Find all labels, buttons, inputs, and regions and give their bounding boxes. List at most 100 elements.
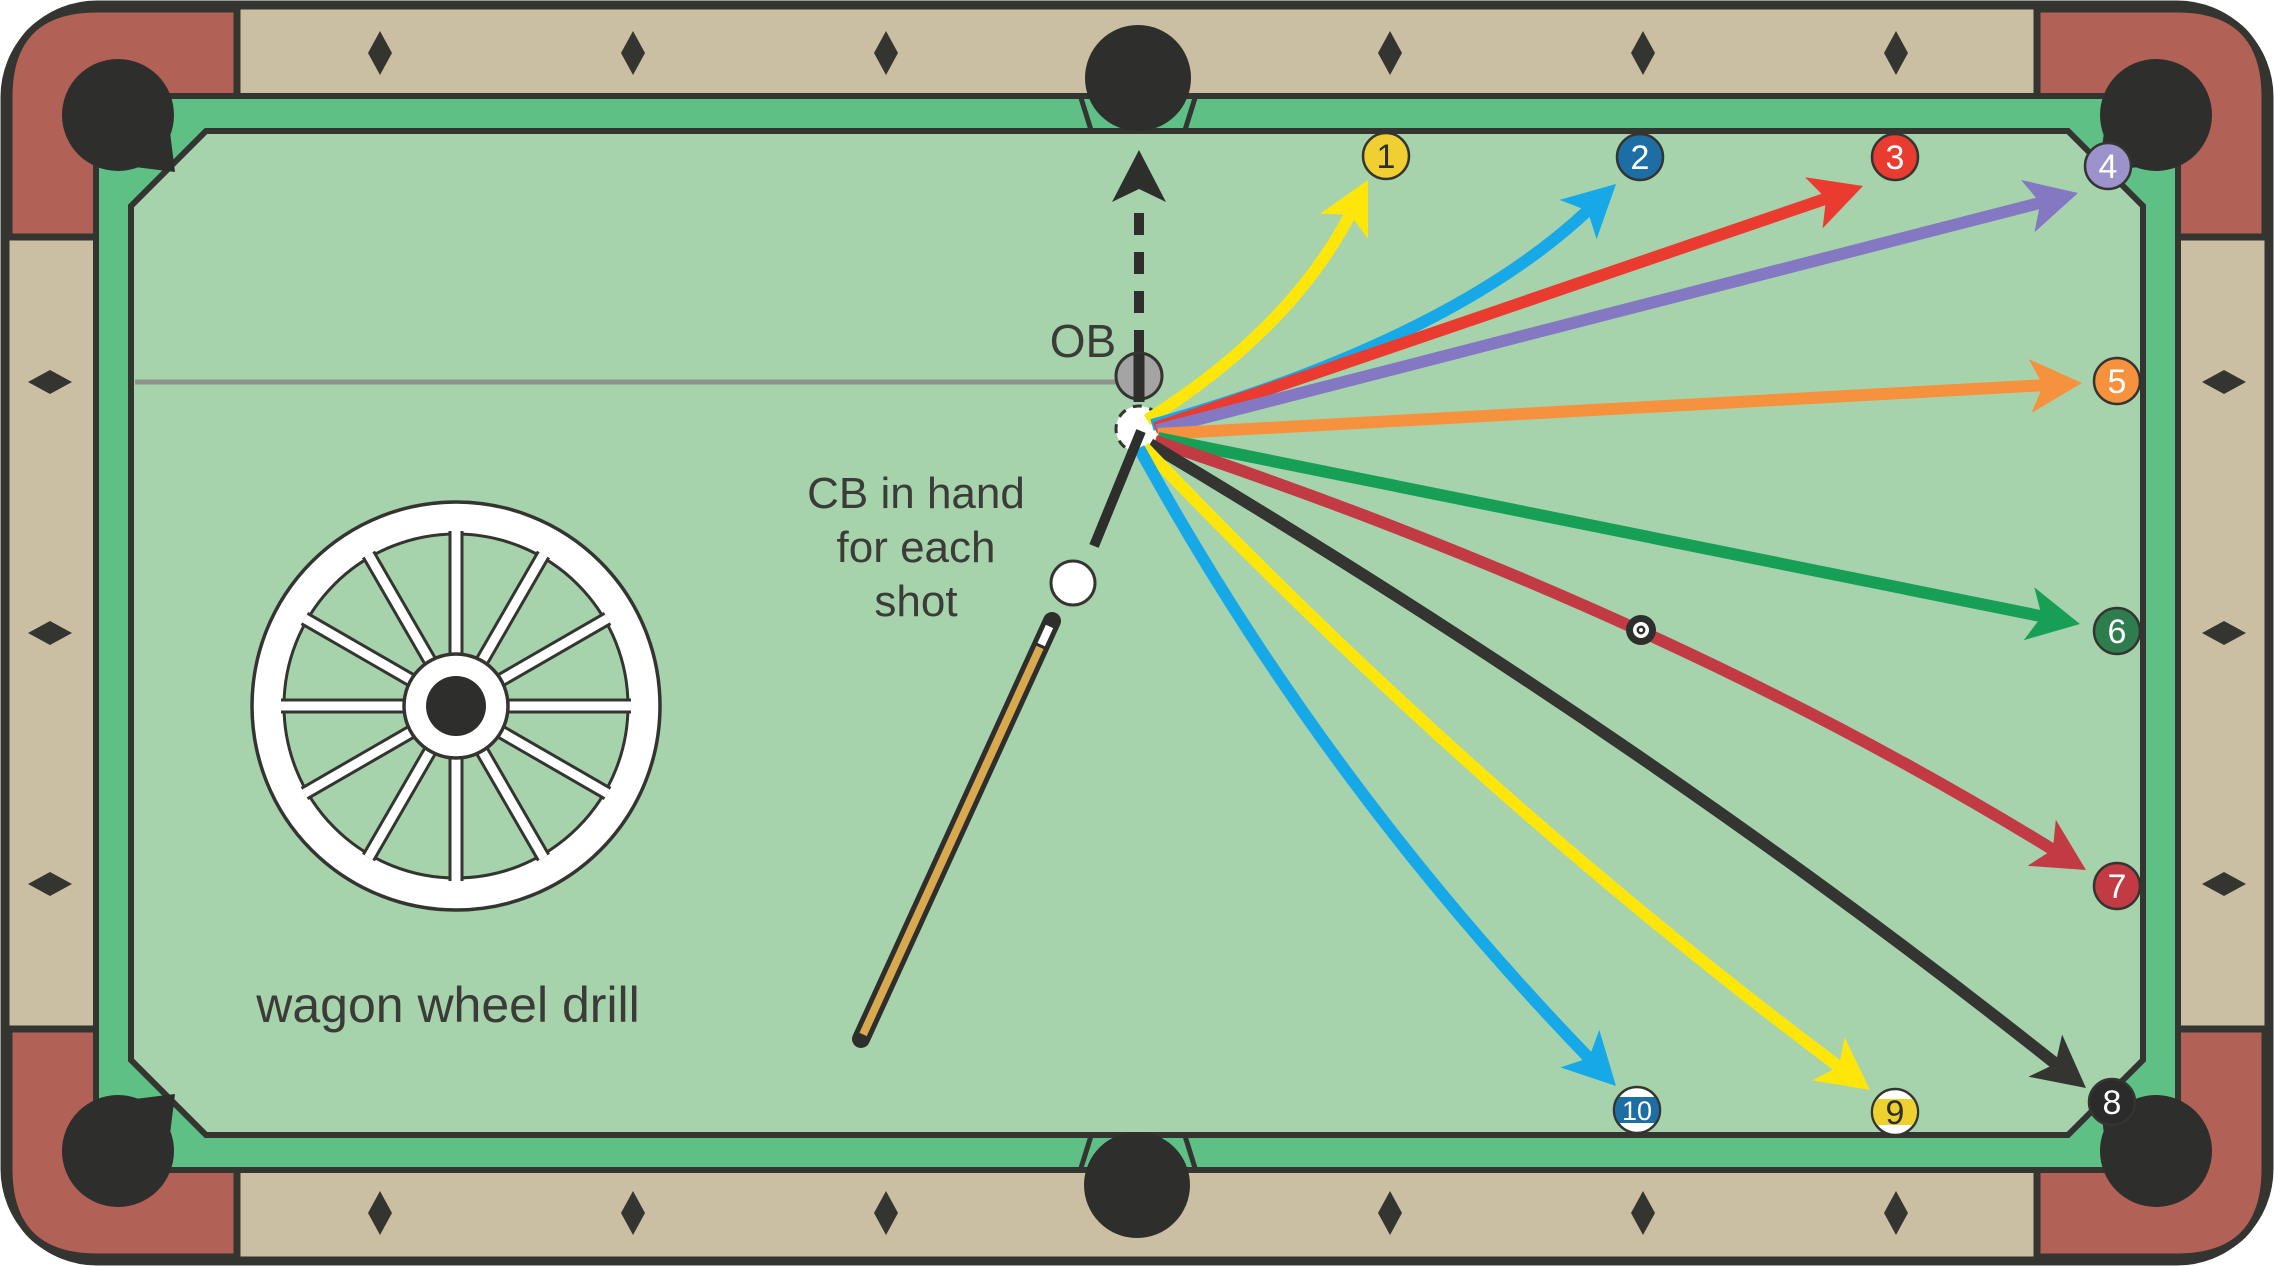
side-pocket-top xyxy=(1085,25,1191,131)
pocket-mouth xyxy=(111,108,175,172)
cushion-miter-line xyxy=(1078,97,1094,131)
arrow-line-to-8 xyxy=(1146,438,2061,1070)
arrow-head-to-10 xyxy=(1560,1029,1616,1086)
arrow-line-to-6 xyxy=(1156,432,2044,623)
rail-diamond xyxy=(1631,1191,1655,1235)
ball-number: 6 xyxy=(2108,613,2127,651)
ball-1: 1 xyxy=(1361,131,1411,181)
ball-9: 9 xyxy=(1870,1087,1920,1137)
ball-base xyxy=(1870,132,1920,182)
ball-base xyxy=(1361,131,1411,181)
ball-base xyxy=(2092,861,2142,911)
ball-number: 3 xyxy=(1886,139,1905,177)
cue-stick-shaft xyxy=(859,645,1044,1037)
ball-4: 4 xyxy=(2083,141,2133,191)
ball-base xyxy=(2092,606,2142,656)
ball-stripe-band xyxy=(1873,1099,1917,1125)
ball-2: 2 xyxy=(1615,132,1665,182)
arrow-line-to-5 xyxy=(1157,379,2045,440)
ball-10: 10 xyxy=(1612,1085,1662,1135)
pocket-mouth xyxy=(111,1094,175,1158)
rail-diamond xyxy=(1378,31,1402,75)
wheel-spoke xyxy=(486,721,610,798)
ball-3: 3 xyxy=(1870,132,1920,182)
rail-diamond xyxy=(28,621,72,645)
ball-number: 5 xyxy=(2108,363,2127,401)
ball-number: 10 xyxy=(1622,1096,1652,1126)
wheel-spoke xyxy=(364,552,441,676)
wheel-spoke xyxy=(471,552,548,676)
rail-diamond xyxy=(28,370,72,394)
foot-spot-ring xyxy=(1636,625,1646,635)
cushion-miter-line xyxy=(1078,1135,1094,1169)
pocket-miter-cuts xyxy=(1078,97,1198,1169)
ball-base xyxy=(2092,356,2142,406)
rail-diamond xyxy=(621,31,645,75)
rail-diamond xyxy=(621,1191,645,1235)
ball-5: 5 xyxy=(2092,356,2142,406)
ball-number: 4 xyxy=(2099,148,2118,186)
wheel-spoke xyxy=(364,736,441,860)
wheel-spoke xyxy=(486,614,610,691)
ball-stripe-band xyxy=(1615,1097,1659,1123)
ball-8: 8 xyxy=(2087,1077,2137,1127)
target-balls: 1 2 3 4 5 6 7 8 9 10 xyxy=(1361,131,2142,1137)
arrow-head-to-5 xyxy=(2028,359,2082,413)
cb-in-hand-label-line3: shot xyxy=(874,577,957,626)
arrow-head-to-6 xyxy=(2023,587,2080,641)
ball-base xyxy=(2087,1077,2137,1127)
arrow-head-to-9 xyxy=(1812,1037,1870,1090)
rail-diamond xyxy=(368,31,392,75)
arrow-line-to-3 xyxy=(1153,192,1829,434)
arrow-line-to-10 xyxy=(1133,445,1594,1063)
drill-caption: wagon wheel drill xyxy=(255,977,640,1033)
cue-stick-ferrule xyxy=(1037,624,1054,647)
arrow-head-to-8 xyxy=(2028,1034,2086,1088)
object-ball-label: OB xyxy=(1050,315,1116,367)
side-pocket-bottom xyxy=(1084,1132,1190,1238)
pockets xyxy=(62,25,2212,1238)
wheel-spoke xyxy=(302,614,426,691)
arrow-head-to-3 xyxy=(1805,177,1863,229)
ball-number: 8 xyxy=(2103,1084,2122,1122)
wheel-spoke xyxy=(302,721,426,798)
ball-7: 7 xyxy=(2092,861,2142,911)
cushion-miter-line xyxy=(1182,1135,1198,1169)
ball-number: 1 xyxy=(1377,138,1396,176)
cue-ball xyxy=(1049,559,1097,607)
rail-diamond xyxy=(874,1191,898,1235)
rail-diamond xyxy=(2202,621,2246,645)
arrow-head-to-4 xyxy=(2020,179,2078,233)
ball-number: 7 xyxy=(2108,868,2127,906)
rail-diamond xyxy=(2202,370,2246,394)
aim-line xyxy=(1089,429,1146,548)
rail-diamond xyxy=(28,872,72,896)
cb-in-hand-label-line2: for each xyxy=(837,523,996,572)
pocket-line-arrowhead xyxy=(1112,150,1166,202)
wheel-spoke xyxy=(471,736,548,860)
arrow-line-to-9 xyxy=(1139,442,1844,1072)
arrow-head-to-2 xyxy=(1559,184,1616,240)
arrow-head-to-7 xyxy=(2027,819,2086,870)
arrow-line-to-1 xyxy=(1143,210,1356,426)
ball-number: 2 xyxy=(1631,139,1650,177)
foot-spot-center xyxy=(1633,622,1649,638)
arrow-head-to-1 xyxy=(1320,180,1368,239)
rail-diamond xyxy=(1884,1191,1908,1235)
cb-in-hand-label-line1: CB in hand xyxy=(807,469,1025,518)
rail-diamond xyxy=(2202,872,2246,896)
wagon-wheel-illustration xyxy=(250,500,662,912)
cushion-miter-line xyxy=(1182,97,1198,131)
arrow-line-to-4 xyxy=(1155,196,2043,436)
ball-base xyxy=(2083,141,2133,191)
table-objects xyxy=(852,150,1656,1048)
ball-number: 9 xyxy=(1886,1094,1905,1132)
rail-diamond xyxy=(1884,31,1908,75)
ball-base xyxy=(1615,132,1665,182)
rail-diamond xyxy=(368,1191,392,1235)
wheel-hub-core xyxy=(426,676,486,736)
rail-diamond xyxy=(1378,1191,1402,1235)
rail-diamond-sights xyxy=(28,31,2246,1235)
